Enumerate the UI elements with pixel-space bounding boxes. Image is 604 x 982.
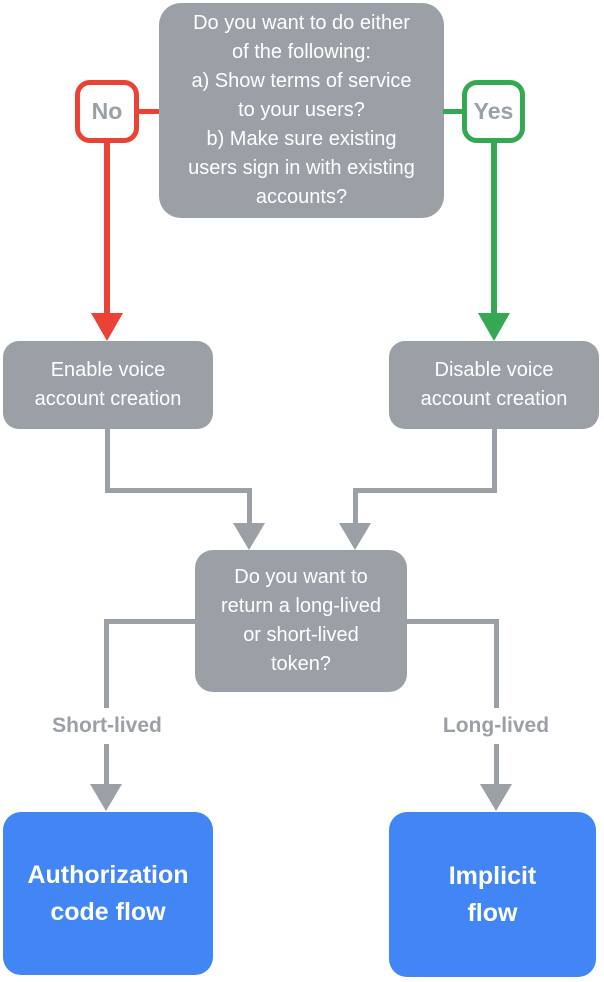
enable-voice-node: Enable voice account creation: [3, 341, 213, 429]
short-lived-connector-horizontal: [104, 619, 195, 624]
no-badge: No: [75, 80, 139, 143]
yes-connector-vertical: [491, 143, 497, 313]
enable-connector-horizontal: [105, 488, 252, 493]
disable-connector-drop: [353, 488, 358, 524]
long-lived-label: Long-lived: [442, 714, 550, 737]
enable-connector-vertical: [105, 429, 110, 493]
enable-connector-drop: [247, 488, 252, 524]
short-lived-connector-vertical: [104, 619, 109, 785]
long-lived-connector-horizontal: [407, 619, 499, 624]
short-lived-arrowhead-icon: [90, 784, 122, 811]
implicit-flow-node: Implicit flow: [389, 812, 596, 977]
authorization-code-flow-node: Authorization code flow: [3, 812, 213, 975]
disable-voice-node: Disable voice account creation: [389, 341, 599, 429]
yes-arrowhead-icon: [478, 313, 510, 341]
long-lived-connector-vertical: [494, 619, 499, 785]
enable-arrowhead-icon: [233, 523, 265, 550]
long-lived-chip: Long-lived: [411, 708, 581, 744]
no-label: No: [91, 98, 123, 124]
short-lived-label: Short-lived: [52, 714, 162, 737]
no-connector-vertical: [104, 143, 110, 313]
short-lived-chip: Short-lived: [22, 708, 192, 744]
no-arrowhead-icon: [91, 313, 123, 341]
disable-arrowhead-icon: [339, 523, 371, 550]
yes-badge: Yes: [462, 80, 525, 143]
no-connector-horizontal: [139, 109, 159, 114]
top-question-node: Do you want to do either of the followin…: [159, 3, 444, 218]
yes-connector-horizontal: [443, 109, 462, 114]
yes-label: Yes: [473, 98, 514, 124]
disable-connector-horizontal: [355, 488, 497, 493]
long-lived-arrowhead-icon: [480, 784, 512, 811]
disable-connector-vertical: [492, 429, 497, 493]
token-question-node: Do you want to return a long-lived or sh…: [195, 550, 407, 692]
